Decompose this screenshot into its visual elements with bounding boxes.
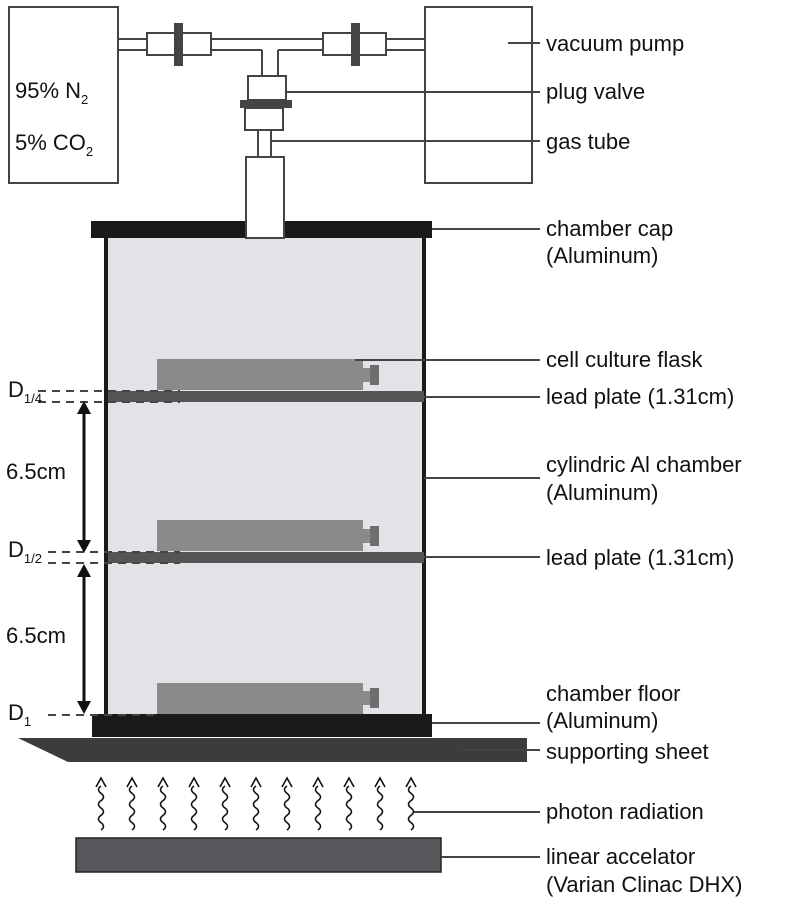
depth-label-quarter-subscript: 1/4 (24, 391, 42, 406)
flask-middle (157, 520, 379, 551)
gas-piping (118, 32, 425, 76)
photon-wave-7 (283, 785, 291, 831)
plug-valve-handle (240, 100, 292, 108)
label-supporting-sheet: supporting sheet (546, 739, 709, 764)
gas-n2-label: 95% N (15, 78, 81, 103)
photon-arrowhead-1 (95, 776, 107, 788)
depth-label-half: D (8, 537, 24, 562)
flask-top (157, 359, 379, 390)
label-gas-tube: gas tube (546, 129, 630, 154)
gas-n2-subscript: 2 (81, 92, 88, 107)
gas-supply-box: 95% N2 5% CO2 (8, 6, 119, 184)
photon-wave-11 (407, 785, 415, 831)
photon-wave-3 (159, 785, 167, 831)
photon-arrowhead-4 (188, 776, 200, 788)
leader-lines (271, 42, 540, 858)
photon-arrowhead-2 (126, 776, 138, 788)
lead-plate-middle (108, 552, 424, 563)
vacuum-pump-box (424, 6, 533, 184)
label-linear-accelerator: linear accelator (546, 844, 695, 869)
depth-label-half-subscript: 1/2 (24, 551, 42, 566)
spacing-arrows (77, 401, 91, 714)
right-pipe-clamp (351, 23, 360, 66)
chamber-body (106, 237, 424, 715)
label-cylindric-chamber-material: (Aluminum) (546, 480, 658, 505)
photon-arrowhead-3 (157, 776, 169, 788)
photon-wave-8 (314, 785, 322, 831)
label-plug-valve: plug valve (546, 79, 645, 104)
label-cell-culture-flask: cell culture flask (546, 347, 704, 372)
gas-co2-subscript: 2 (86, 144, 93, 159)
photon-arrowhead-10 (374, 776, 386, 788)
photon-wave-9 (345, 785, 353, 831)
label-chamber-floor: chamber floor (546, 681, 681, 706)
depth-label-quarter: D (8, 377, 24, 402)
depth-marker-lines (38, 390, 180, 716)
label-photon-radiation: photon radiation (546, 799, 704, 824)
photon-wave-6 (252, 785, 260, 831)
label-lead-plate-middle: lead plate (1.31cm) (546, 545, 734, 570)
supporting-sheet (18, 738, 527, 762)
photon-wave-1 (97, 785, 105, 831)
depth-label-one-subscript: 1 (24, 714, 31, 729)
photon-arrowhead-11 (405, 776, 417, 788)
gas-co2-label: 5% CO (15, 130, 86, 155)
svg-text:D1/4: D1/4 (8, 377, 42, 406)
label-lead-plate-top: lead plate (1.31cm) (546, 384, 734, 409)
label-cylindric-chamber: cylindric Al chamber (546, 452, 742, 477)
svg-text:95% N2: 95% N2 (15, 78, 88, 107)
photon-wave-5 (221, 785, 229, 831)
label-chamber-cap-material: (Aluminum) (546, 243, 658, 268)
linear-accelerator (75, 837, 442, 873)
photon-wave-10 (376, 785, 384, 831)
label-linear-accelerator-model: (Varian Clinac DHX) (546, 872, 742, 897)
lead-plate-top (108, 391, 424, 402)
label-vacuum-pump: vacuum pump (546, 31, 684, 56)
left-pipe-clamp (174, 23, 183, 66)
flask-bottom (157, 683, 379, 714)
photon-arrowhead-6 (250, 776, 262, 788)
photon-wave-4 (190, 785, 198, 831)
spacing-label-upper: 6.5cm (6, 459, 66, 484)
label-chamber-cap: chamber cap (546, 216, 673, 241)
chamber-floor (92, 714, 432, 737)
photon-arrowhead-9 (343, 776, 355, 788)
label-chamber-floor-material: (Aluminum) (546, 708, 658, 733)
svg-text:D1/2: D1/2 (8, 537, 42, 566)
depth-label-one: D (8, 700, 24, 725)
photon-wave-2 (128, 785, 136, 831)
svg-text:5% CO2: 5% CO2 (15, 130, 93, 159)
photon-radiation-arrows (95, 776, 417, 831)
photon-arrowhead-7 (281, 776, 293, 788)
gas-tube-insert (245, 156, 285, 239)
svg-text:D1: D1 (8, 700, 31, 729)
spacing-label-lower: 6.5cm (6, 623, 66, 648)
photon-arrowhead-5 (219, 776, 231, 788)
photon-arrowhead-8 (312, 776, 324, 788)
